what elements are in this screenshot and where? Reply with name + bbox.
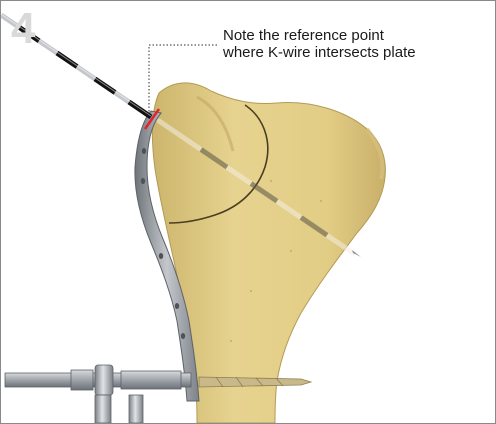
callout-line-2: where K-wire intersects plate (223, 44, 416, 61)
step-number: 4 (11, 7, 35, 51)
callout-line-1: Note the reference point (223, 27, 416, 44)
callout-note: Note the reference point where K-wire in… (223, 27, 416, 61)
